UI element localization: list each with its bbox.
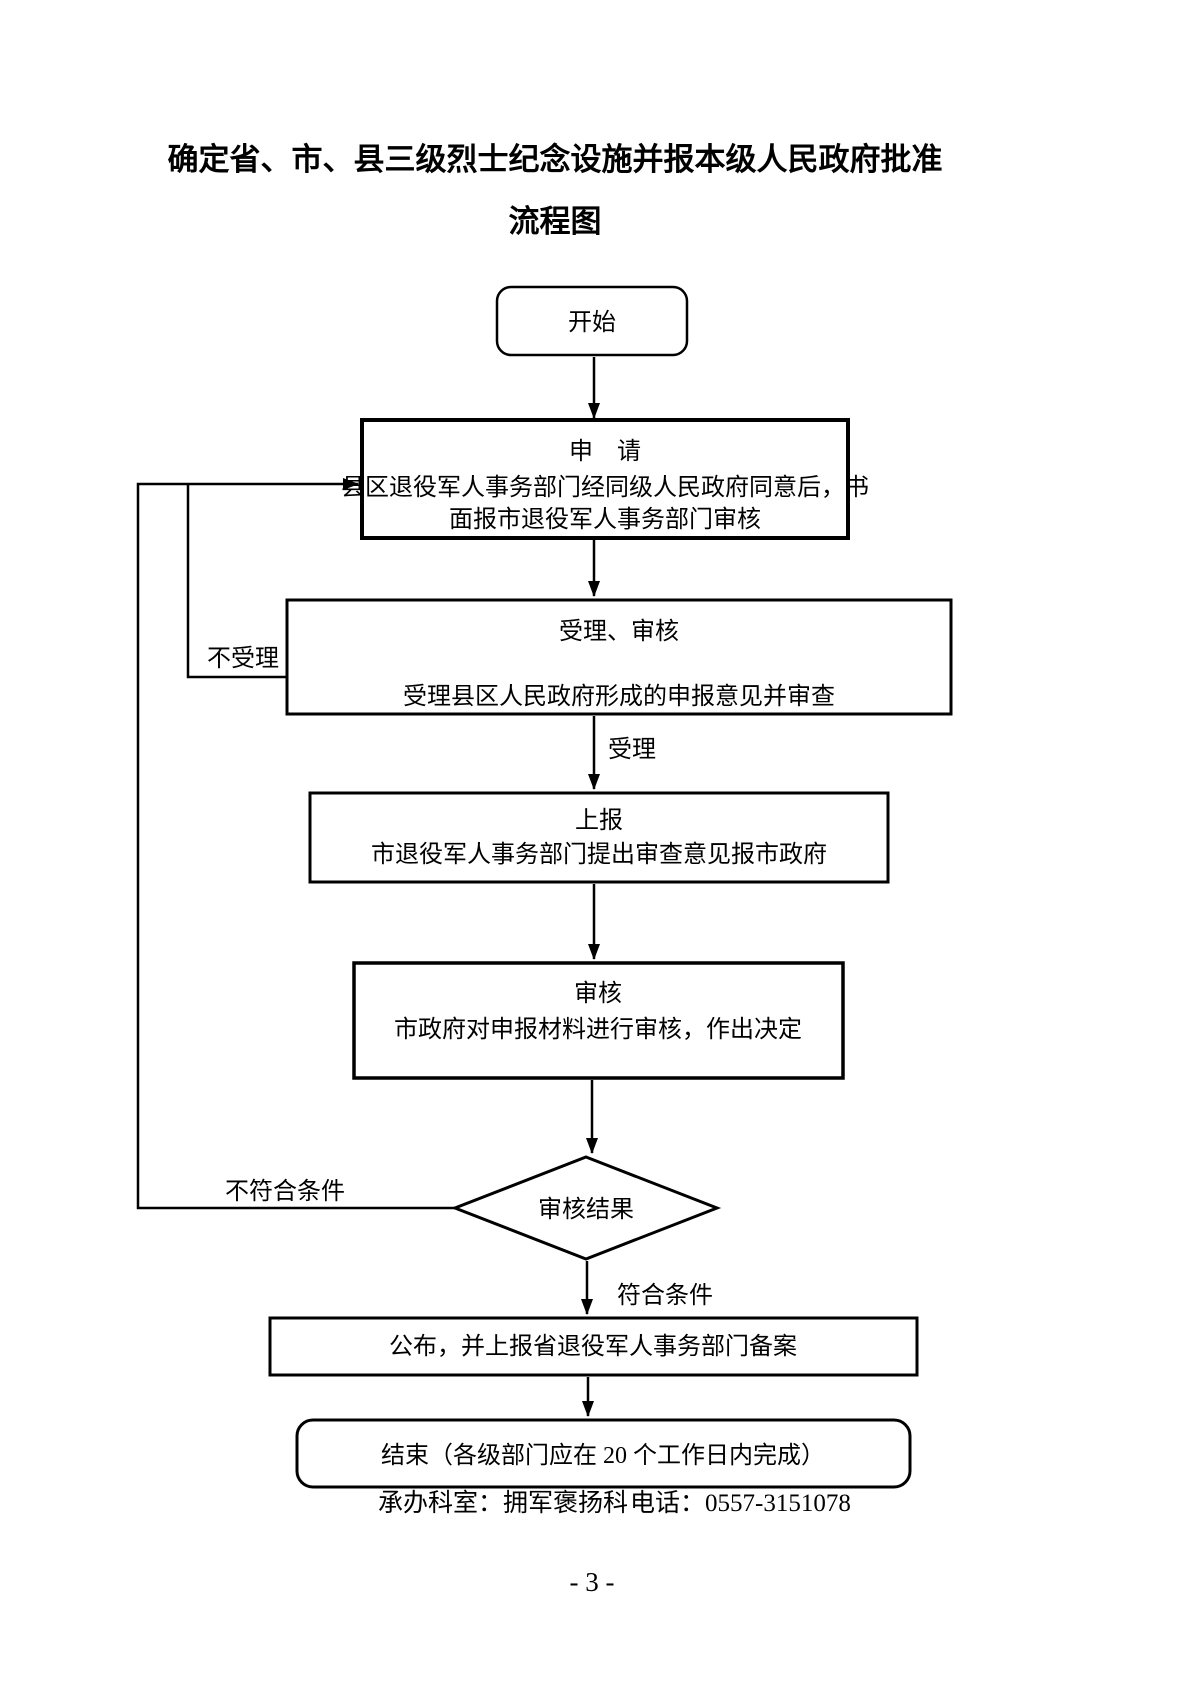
report-node-body: 市退役军人事务部门提出审查意见报市政府 — [371, 841, 827, 868]
accept-review-node-title: 受理、审核 — [559, 618, 679, 645]
end-node — [295, 1418, 912, 1489]
edge-label-not-qualified: 不符合条件 — [225, 1178, 345, 1205]
edge-not-qualified-loop — [136, 478, 455, 1210]
apply-node-line2: 面报市退役军人事务部门审核 — [449, 506, 761, 533]
review-node-body: 市政府对申报材料进行审核，作出决定 — [394, 1016, 802, 1043]
edge-label-qualified: 符合条件 — [617, 1282, 713, 1309]
footer-phone: 电话：0557-3151078 — [630, 1489, 851, 1517]
end-node-label: 结束（各级部门应在 20 个工作日内完成） — [381, 1442, 825, 1469]
page-title-line2: 流程图 — [509, 204, 602, 239]
decision-node — [450, 1155, 722, 1261]
review-node-title: 审核 — [574, 980, 622, 1007]
apply-node-title: 申 请 — [569, 438, 641, 465]
publish-node — [268, 1316, 919, 1377]
edge-label-accepted: 受理 — [608, 736, 656, 763]
page-number: - 3 - — [570, 1567, 615, 1597]
start-node-label: 开始 — [568, 309, 616, 336]
apply-node — [360, 418, 850, 540]
decision-node-label: 审核结果 — [538, 1196, 634, 1223]
report-node-title: 上报 — [575, 807, 623, 834]
edge-not-accepted-loop — [186, 484, 287, 679]
review-node — [352, 961, 845, 1080]
apply-node-line1: 县区退役军人事务部门经同级人民政府同意后，书 — [341, 474, 869, 501]
report-node — [308, 791, 890, 884]
footer-department: 承办科室：拥军褒扬科 — [378, 1489, 628, 1517]
page-title-line1: 确定省、市、县三级烈士纪念设施并报本级人民政府批准 — [168, 142, 943, 177]
start-node — [495, 285, 689, 357]
accept-review-node-body: 受理县区人民政府形成的申报意见并审查 — [403, 683, 835, 710]
publish-node-label: 公布，并上报省退役军人事务部门备案 — [389, 1333, 797, 1360]
accept-review-node — [285, 598, 953, 716]
edge-label-not-accepted: 不受理 — [207, 645, 279, 672]
